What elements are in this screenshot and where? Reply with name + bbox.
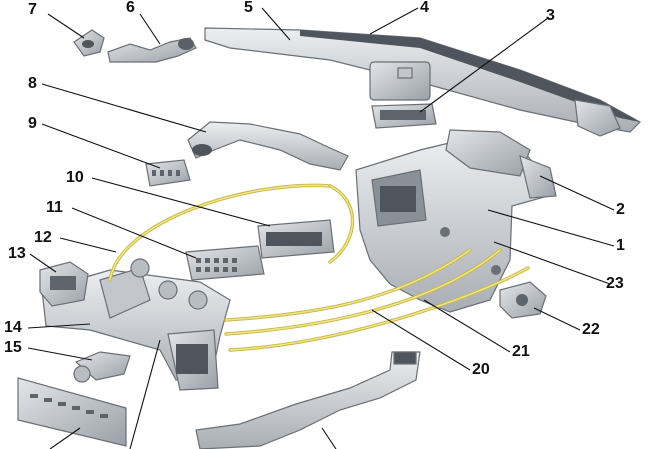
control-cables <box>108 183 530 352</box>
callout-labels: 7 6 5 4 3 8 9 10 11 12 13 14 15 2 1 23 2… <box>4 0 625 378</box>
callout-14: 14 <box>4 319 22 336</box>
air-outlet-10 <box>257 219 335 259</box>
callout-13: 13 <box>8 245 26 262</box>
floor-air-duct <box>195 351 421 449</box>
callout-2: 2 <box>616 201 625 218</box>
control-panel-face <box>17 377 127 447</box>
control-knob <box>73 351 131 383</box>
callout-21: 21 <box>512 343 530 360</box>
dashboard-air-duct <box>204 27 641 137</box>
electrical-connector-9 <box>145 159 191 187</box>
heater-control-unit <box>39 258 231 391</box>
side-nozzle <box>73 29 105 57</box>
callout-20: 20 <box>472 361 490 378</box>
flexible-duct <box>107 37 197 63</box>
callout-23: 23 <box>606 275 624 292</box>
side-air-tube <box>187 121 349 171</box>
callout-8: 8 <box>28 75 37 92</box>
callout-6: 6 <box>126 0 135 16</box>
callout-7: 7 <box>28 1 37 18</box>
callout-3: 3 <box>546 7 555 24</box>
electrical-connector-11 <box>185 245 265 281</box>
center-vent-outlet <box>371 103 437 129</box>
callout-15: 15 <box>4 339 22 356</box>
actuator-motor <box>499 281 547 319</box>
leader-lines <box>27 7 615 449</box>
callout-4: 4 <box>420 0 429 16</box>
callout-10: 10 <box>66 169 84 186</box>
callout-9: 9 <box>28 115 37 132</box>
callout-5: 5 <box>244 0 253 16</box>
callout-12: 12 <box>34 229 52 246</box>
heater-housing <box>355 129 557 313</box>
callout-22: 22 <box>582 321 600 338</box>
callout-11: 11 <box>46 199 63 216</box>
callout-1: 1 <box>616 237 625 254</box>
